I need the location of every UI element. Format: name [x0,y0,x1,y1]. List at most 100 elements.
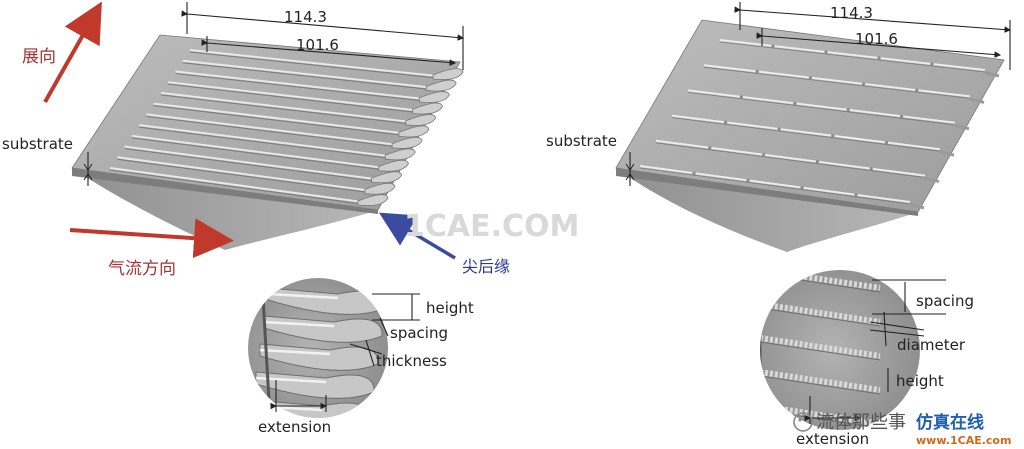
right-inset-rod [760,369,881,393]
right-rod-shadow [687,92,956,126]
left-plate-edge [72,168,378,214]
right-panel: 114.3 101.6 substrate spacing diameter h… [546,2,1012,448]
right-inset-rod-shadow [760,341,881,361]
right-dim-outer-line [734,6,1012,33]
right-rod-pin [746,178,750,182]
brand-cae-label: 仿真在线 [916,412,984,433]
left-inset-spacing-label: spacing [390,324,448,342]
left-inset-blade-top [267,292,339,300]
right-inset-diameter-label: diameter [897,336,966,354]
left-plate-shadow [146,115,397,148]
left-inset: height spacing thickness extension [248,278,474,436]
right-rod-pin [692,171,696,175]
left-plate-tip [384,148,416,161]
right-inset-rod [760,301,881,325]
left-inset-thickness-label: thickness [376,352,447,370]
right-dim-inner-line [756,32,1002,58]
left-inset-height-label: height [426,299,474,317]
right-rod-pin [900,114,904,118]
trailing-edge-arrow [378,212,456,260]
airflow-label: 气流方向 [108,259,176,279]
left-plate-line [146,113,397,146]
right-rod-shadow [639,167,911,205]
right-rod-pin [824,50,828,54]
right-rod-pin [793,101,797,105]
left-inset-blade-top [259,348,331,356]
left-plate-line [138,124,390,158]
left-dim-outer-label: 114.3 [284,8,327,26]
left-plate-line [124,145,376,181]
right-rod-pin [846,108,850,112]
right-rod-pin [815,160,820,164]
left-plate-tip [405,114,437,126]
right-rod-shadow [655,142,926,178]
brand-wechat-icon [793,412,813,432]
right-dim-outer-label: 114.3 [830,4,873,22]
left-dim-inner-label: 101.6 [296,36,339,54]
left-plate-shadow [182,62,431,90]
left-inset-extension-label: extension [258,418,331,436]
left-plate-line [160,91,410,123]
right-rod-pin [831,134,835,138]
right-rod-pin [777,127,781,131]
left-dim-outer-line [181,10,465,41]
left-plate-shadow [109,169,363,205]
right-rod-pin [884,140,889,145]
left-plate-line [109,167,363,203]
right-inset-rod [760,335,881,359]
right-rod-pin [862,82,866,86]
left-plate-shadow [139,126,390,159]
right-substrate-label: substrate [546,132,617,150]
left-inset-thickness-dim2 [365,339,375,367]
left-plate-line [175,70,424,100]
left-plate-shadow [168,83,417,113]
right-rod-tip [922,176,940,184]
left-plate-line [131,134,383,169]
right-inset-extension-label: extension [796,430,869,448]
right-rod-line [703,64,971,98]
left-plate-tip [418,91,450,103]
left-plate-tip [412,102,443,115]
right-inset-diameter-ext2 [869,329,925,337]
spanwise-arrow [43,1,102,103]
right-dim-inner-label: 101.6 [855,30,898,48]
brand-cn-label: 流体那些事 [816,412,906,433]
left-plate-line [117,156,369,192]
right-inset-height-label: height [896,372,944,390]
right-inset: spacing diameter height extension [760,270,974,448]
right-rod-pin [708,146,712,150]
right-rod-pin [915,88,919,92]
left-plate-underside [72,168,378,250]
right-rod-pin [854,193,858,197]
right-rod-shadow [671,117,941,152]
brand-url-label: www.1CAE.com [916,434,1011,447]
right-rod-pin [800,186,804,190]
airflow-arrow [69,218,234,259]
left-plate-tip [357,194,389,207]
left-plate-shadow [160,94,410,125]
left-plate-line [153,102,404,135]
left-plate-tip [371,171,403,184]
right-rod-tip [952,123,970,131]
left-substrate-arrows [83,163,93,181]
right-rod-tip [982,70,1000,78]
left-substrate-label: substrate [2,135,73,153]
right-inset-rod-shadow [760,375,881,395]
brand-watermark: 流体那些事 仿真在线 www.1CAE.com [793,412,1011,447]
right-rod-pin [808,76,813,80]
right-rod-pin [771,44,775,48]
right-inset-diameter-ext1 [869,321,925,331]
left-plate-shadow [117,158,369,194]
spanwise-label: 展向 [22,47,56,67]
left-plate-shadow [153,105,403,136]
left-plate-shadow [131,137,383,171]
left-plate-tip [364,182,396,195]
right-inset-rod-shadow [760,307,881,327]
right-rod-pin [755,69,759,74]
left-plate-tip [378,159,409,172]
left-inset-thickness-dim [349,343,383,355]
left-plate-shadow [175,72,424,102]
right-plate-edge [616,168,918,216]
right-rod-pin [724,120,728,124]
